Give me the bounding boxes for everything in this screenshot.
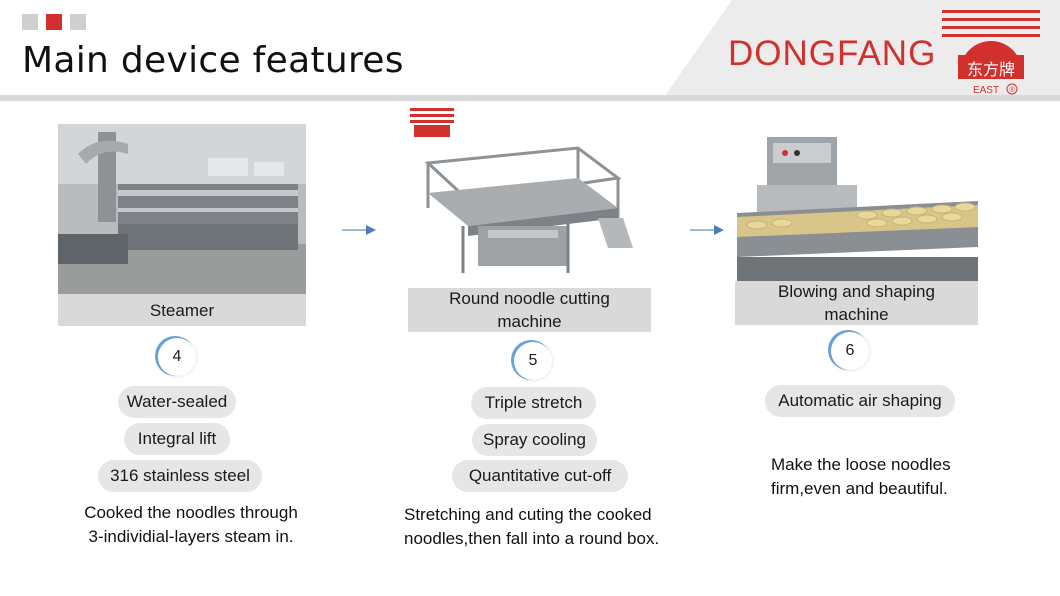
header-divider [0,95,1060,101]
feature-pill: Spray cooling [472,424,597,456]
decor-square [70,14,86,30]
blowing-shaping-machine-photo [737,137,978,281]
arrow-right-icon [690,225,724,235]
description-steamer: Cooked the noodles through 3-individial-… [66,501,316,549]
description-cutting-machine: Stretching and cuting the cooked noodles… [404,503,704,551]
brand-logo: 东方牌 EAST ® [942,10,1040,96]
feature-pill: Integral lift [124,423,230,455]
description-line: noodles,then fall into a round box. [404,529,660,548]
step-number-badge: 5 [514,342,552,380]
feature-pill: Water-sealed [118,386,236,418]
caption-line: Blowing and shaping [778,282,935,301]
round-noodle-cutting-machine-photo [408,108,633,280]
page-title: Main device features [22,40,404,81]
description-line: Make the loose noodles [771,455,951,474]
decor-square-accent [46,14,62,30]
step-number-badge: 6 [831,332,869,370]
caption-steamer: Steamer [58,294,306,326]
caption-round-noodle-cutting-machine: Round noodle cutting machine [408,288,651,332]
feature-pill: Quantitative cut-off [452,460,628,492]
description-line: Stretching and cuting the cooked [404,505,652,524]
logo-registered-mark: ® [1009,86,1015,94]
caption-line: machine [824,305,889,324]
brand-name: DONGFANG [728,34,937,73]
caption-line: Round noodle cutting [449,289,610,308]
step-number-badge: 4 [158,338,196,376]
decor-square [22,14,38,30]
feature-pill: Automatic air shaping [765,385,955,417]
description-line: 3-individial-layers steam in. [88,527,294,546]
feature-pill: 316 stainless steel [98,460,262,492]
description-line: firm,even and beautiful. [771,479,948,498]
steamer-photo [58,124,306,294]
caption-label: Steamer [149,300,215,320]
caption-line: machine [497,312,562,331]
feature-pill: Triple stretch [471,387,596,419]
logo-sub: EAST [973,85,999,96]
description-line: Cooked the noodles through [84,503,298,522]
description-shaping-machine: Make the loose noodles firm,even and bea… [771,453,1001,501]
arrow-right-icon [342,225,376,235]
logo-text: 东方牌 [967,60,1015,79]
caption-blowing-shaping-machine: Blowing and shaping machine [735,281,978,325]
